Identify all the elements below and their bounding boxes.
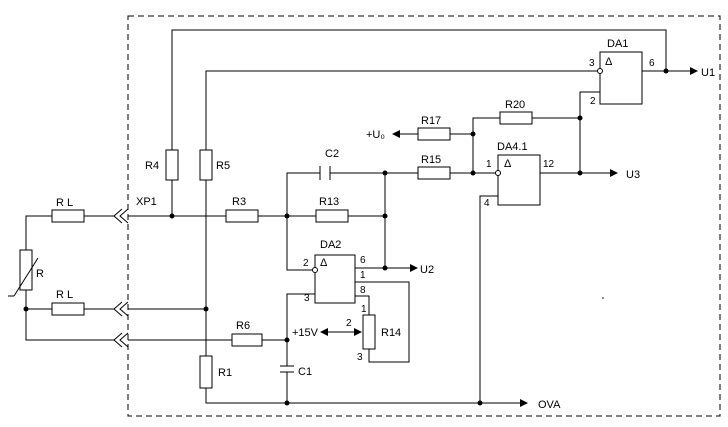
label-uo: +U₀ [366,129,385,141]
da1-label: DA1 [607,38,628,50]
da2-pin-2: 2 [303,258,309,269]
arrow-r14-wiper [354,328,362,336]
arrow-u1 [690,67,698,75]
arrow-u3 [610,169,618,177]
da2-pin-1: 1 [360,270,366,281]
label-r: R [36,268,44,280]
arrows [320,67,698,407]
label-r4: R4 [145,160,159,172]
resistor-rl-top [51,209,85,223]
resistor-r4 [165,149,179,181]
arrow-15v [320,328,328,336]
wires [25,29,690,404]
thermistor-r [19,249,33,291]
resistor-r20 [499,111,533,125]
label-r6: R6 [236,320,250,332]
label-rl-top: R L [56,197,73,209]
da2-label: DA2 [320,239,341,251]
op-amp-da2: Δ DA2 2 3 6 1 8 [303,239,366,304]
da41-label: DA4.1 [497,141,528,153]
da2-delta-glyph: Δ [320,257,328,269]
resistor-r6 [231,333,263,347]
resistor-r15 [417,166,451,180]
label-r5: R5 [216,160,230,172]
label-u3: U3 [626,169,640,181]
connector-xp1 [113,208,129,348]
op-amp-da4-1: Δ DA4.1 1 4 12 [484,141,555,209]
label-r13: R13 [319,196,339,208]
component-labels: R4 R5 R1 R3 R13 R15 R17 R20 R6 R14 C2 C1… [36,67,715,411]
resistors [8,111,533,389]
op-amp-da1: Δ DA1 3 2 6 [589,38,655,107]
label-xp1: XP1 [136,196,157,208]
da2-pin-8: 8 [360,285,366,296]
label-ova: OVA [538,399,561,411]
resistor-r13 [315,209,349,223]
da2-pin-6: 6 [360,255,366,266]
resistor-r1 [199,355,213,389]
da1-pin-2: 2 [590,96,596,107]
label-r3: R3 [232,196,246,208]
arrow-u2 [410,264,418,272]
da1-pin-6: 6 [649,58,655,69]
label-15v: +15V [292,327,319,339]
arrow-uo [392,130,400,138]
r14-pin-1: 1 [361,304,367,315]
resistor-r3 [225,209,259,223]
label-r17: R17 [421,115,441,127]
label-r1: R1 [218,367,232,379]
label-r20: R20 [505,99,525,111]
label-u1: U1 [701,67,715,79]
da2-pin-3: 3 [304,293,310,304]
da41-delta-glyph: Δ [504,158,512,170]
label-c1: C1 [298,366,312,378]
resistor-r5 [199,149,213,181]
r14-pin-2: 2 [346,318,352,329]
r14-pin-3: 3 [357,352,363,363]
label-r14: R14 [381,327,401,339]
da41-pin-1: 1 [486,159,492,170]
da41-pin-12: 12 [543,159,555,170]
arrow-ova [520,399,528,407]
capacitors [280,166,331,373]
label-rl-bottom: R L [56,289,73,301]
da1-pin-3: 3 [589,58,595,69]
da41-pin-4: 4 [484,198,490,209]
label-r15: R15 [421,154,441,166]
resistor-r14 [362,314,376,350]
resistor-rl-bottom [51,302,85,316]
da1-delta-glyph: Δ [605,56,613,68]
label-c2: C2 [325,148,339,160]
resistor-r17 [417,127,451,141]
junctions [23,68,669,406]
label-u2: U2 [420,264,434,276]
